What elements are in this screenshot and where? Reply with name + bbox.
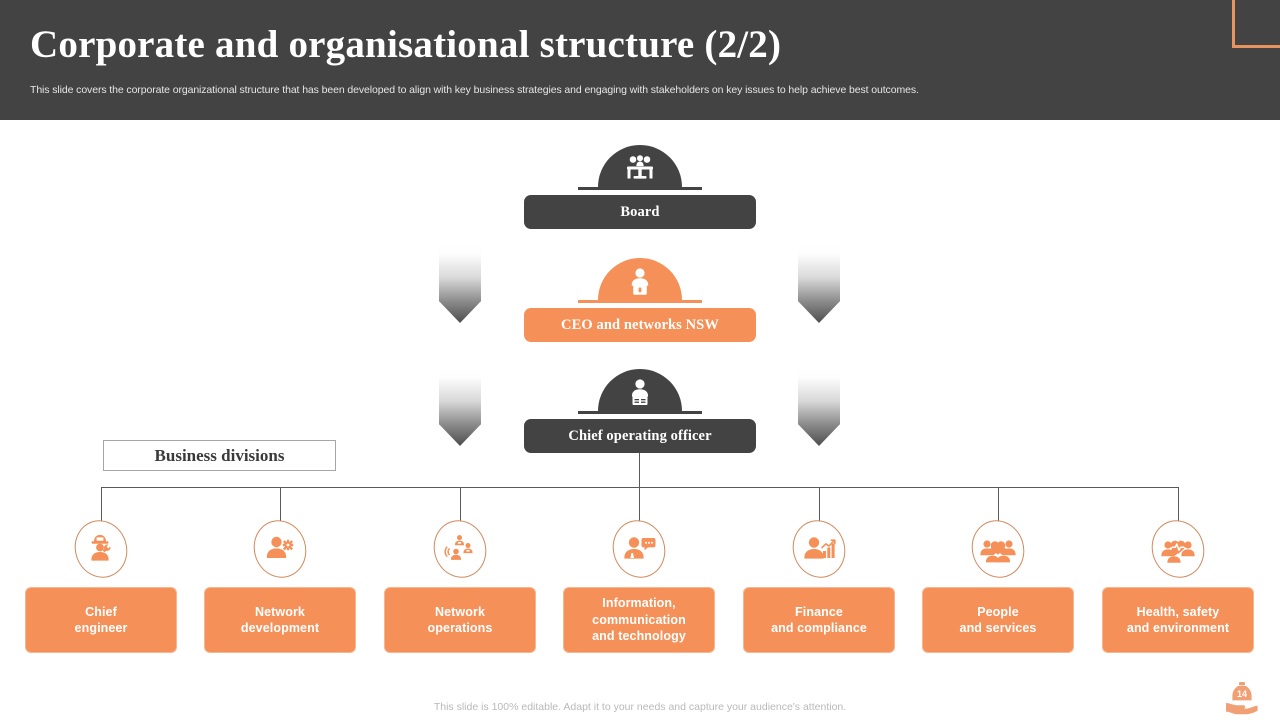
- page-subtitle: This slide covers the corporate organiza…: [30, 84, 919, 96]
- board-bar: [578, 187, 702, 190]
- division-line3-4: and technology: [592, 629, 686, 644]
- division-line2-1: engineer: [74, 621, 128, 635]
- division-box-2: Network development: [205, 588, 355, 652]
- division-line2-2: development: [240, 621, 320, 635]
- ceo-bar: [578, 300, 702, 303]
- division-line2-3: operations: [427, 621, 493, 635]
- business-divisions-label: Business divisions: [103, 440, 336, 471]
- down-arrow-right-1: [798, 245, 840, 323]
- corner-accent-vertical: [1232, 0, 1235, 48]
- board-label-box: Board: [524, 195, 756, 229]
- division-line1-4: Information,: [602, 596, 676, 611]
- person-growth-chart-icon: [801, 532, 837, 564]
- engineer-hardhat-wrench-icon: [83, 532, 119, 564]
- people-heartbeat-icon: [1160, 532, 1196, 564]
- division-line2-4: communication: [592, 612, 686, 627]
- network-people-icon: [442, 532, 478, 564]
- division-box-7: Health, safety and environment: [1103, 588, 1253, 652]
- business-person-icon: [620, 378, 660, 410]
- board-meeting-icon: [620, 154, 660, 186]
- coo-label-box: Chief operating officer: [524, 419, 756, 453]
- connector-drop-6: [998, 487, 999, 530]
- division-box-5: Finance and compliance: [744, 588, 894, 652]
- connector-drop-4: [639, 487, 640, 530]
- down-arrow-left-2: [439, 368, 481, 446]
- connector-horizontal-bus: [101, 487, 1179, 488]
- connector-drop-5: [819, 487, 820, 530]
- executive-person-icon: [620, 267, 660, 299]
- connector-drop-2: [280, 487, 281, 530]
- division-line1-7: Health, safety: [1136, 604, 1220, 619]
- footer-note: This slide is 100% editable. Adapt it to…: [433, 701, 847, 713]
- division-box-4: Information, communication and technolog…: [564, 588, 714, 652]
- division-line2-6: and services: [959, 621, 1037, 635]
- coo-bar: [578, 411, 702, 414]
- person-gear-icon: [262, 532, 298, 564]
- connector-drop-7: [1178, 487, 1179, 530]
- page-number-badge: 14: [1220, 681, 1264, 715]
- page-number-text: 14: [1237, 689, 1247, 699]
- connector-drop-1: [101, 487, 102, 530]
- corner-accent-bracket: [1218, 0, 1280, 58]
- division-line1-1: Chief: [85, 604, 117, 619]
- ceo-label-box: CEO and networks NSW: [524, 308, 756, 342]
- division-line1-2: Network: [254, 604, 305, 619]
- division-line1-3: Network: [434, 604, 486, 619]
- people-heart-icon: [980, 532, 1016, 564]
- connector-drop-3: [460, 487, 461, 530]
- page-title: Corporate and organisational structure (…: [30, 23, 782, 66]
- person-chat-bubble-icon: [621, 532, 657, 564]
- down-arrow-left-1: [439, 245, 481, 323]
- division-line1-6: People: [977, 604, 1019, 619]
- slide-header: Corporate and organisational structure (…: [0, 0, 1280, 120]
- division-line2-5: and compliance: [771, 621, 867, 635]
- connector-coo-to-bus: [639, 453, 640, 487]
- division-box-6: People and services: [923, 588, 1073, 652]
- down-arrow-right-2: [798, 368, 840, 446]
- corner-accent-horizontal: [1232, 45, 1280, 48]
- division-box-1: Chief engineer: [26, 588, 176, 652]
- division-line1-5: Finance: [795, 604, 843, 619]
- division-line2-7: and environment: [1126, 621, 1230, 635]
- division-box-3: Network operations: [385, 588, 535, 652]
